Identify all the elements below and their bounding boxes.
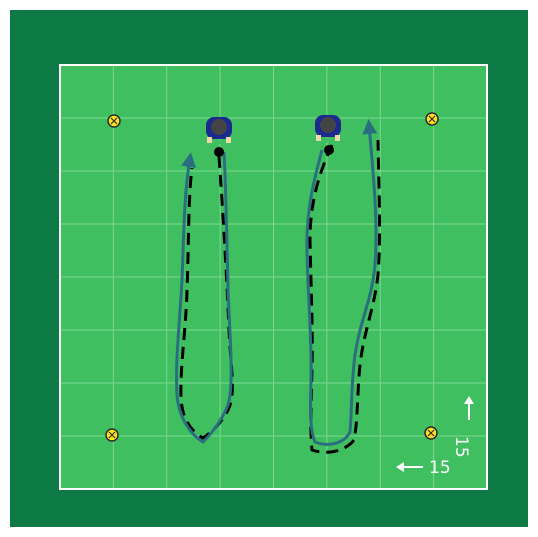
- cone-marker-icon: [426, 113, 438, 125]
- ball-icon: [324, 145, 334, 155]
- height-dimension-label: 15: [451, 436, 471, 458]
- cone-marker-icon: [108, 115, 120, 127]
- cone-marker-icon: [106, 429, 118, 441]
- cone-marker-icon: [425, 427, 437, 439]
- width-dimension-label: 15: [429, 458, 451, 478]
- ball-icon: [214, 147, 224, 157]
